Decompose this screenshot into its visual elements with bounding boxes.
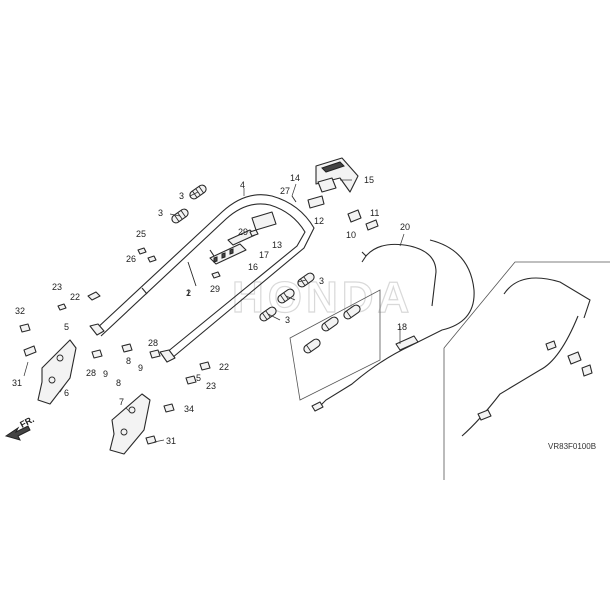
- callout-34: 34: [184, 404, 194, 414]
- diagram-code: VR83F0100B: [548, 442, 596, 451]
- callout-22b: 22: [219, 362, 229, 372]
- callout-29a: 29: [238, 227, 248, 237]
- callout-31a: 31: [12, 378, 22, 388]
- callout-5a: 5: [64, 322, 69, 332]
- callout-26: 26: [126, 254, 136, 264]
- control-lever: [291, 157, 379, 231]
- fasteners: [19, 229, 259, 445]
- callout-14: 14: [290, 173, 300, 183]
- callout-9b: 9: [103, 369, 108, 379]
- callout-6: 6: [64, 388, 69, 398]
- cable-guide: [187, 211, 277, 287]
- callout-17: 17: [259, 250, 269, 260]
- callout-13: 13: [272, 240, 282, 250]
- callout-28b: 28: [148, 338, 158, 348]
- front-direction-arrow: FR.: [4, 414, 36, 441]
- callout-31b: 31: [166, 436, 176, 446]
- callout-5b: 5: [196, 373, 201, 383]
- callout-23b: 23: [206, 381, 216, 391]
- callout-8a: 8: [126, 356, 131, 366]
- callout-29b: 29: [210, 284, 220, 294]
- callout-8b: 8: [116, 378, 121, 388]
- callout-28a: 28: [86, 368, 96, 378]
- cable-20: [361, 243, 437, 307]
- callout-23a: 23: [52, 282, 62, 292]
- callout-32: 32: [15, 306, 25, 316]
- callout-9a: 9: [138, 363, 143, 373]
- callout-3a: 3: [179, 191, 184, 201]
- callout-7: 7: [119, 397, 124, 407]
- callout-3b: 3: [158, 208, 163, 218]
- callout-1: 1: [186, 288, 191, 298]
- fr-label: FR.: [18, 414, 35, 430]
- callout-20: 20: [400, 222, 410, 232]
- leader-lines: [23, 179, 405, 443]
- callout-11: 11: [370, 208, 379, 218]
- throttle-cable: [443, 261, 610, 480]
- callout-4: 4: [240, 180, 245, 190]
- handle-bracket-right: [109, 393, 151, 455]
- callout-22a: 22: [70, 292, 80, 302]
- cable-18: [311, 239, 475, 412]
- callout-25: 25: [136, 229, 146, 239]
- callout-2: 2: [186, 288, 191, 298]
- callout-27: 27: [280, 186, 290, 196]
- callout-12: 12: [314, 216, 324, 226]
- callout-10: 10: [346, 230, 356, 240]
- handle-bracket-left: [37, 339, 77, 405]
- callout-18: 18: [397, 322, 407, 332]
- callout-15: 15: [364, 175, 374, 185]
- handle-pipe: [89, 194, 315, 363]
- callout-3c: 3: [319, 276, 324, 286]
- callout-labels: 1 2 3 3 3 3 4 5 5 6 7 8 8 9 9 10 11 12 1…: [12, 173, 410, 446]
- callout-16: 16: [248, 262, 258, 272]
- callout-3d: 3: [285, 315, 290, 325]
